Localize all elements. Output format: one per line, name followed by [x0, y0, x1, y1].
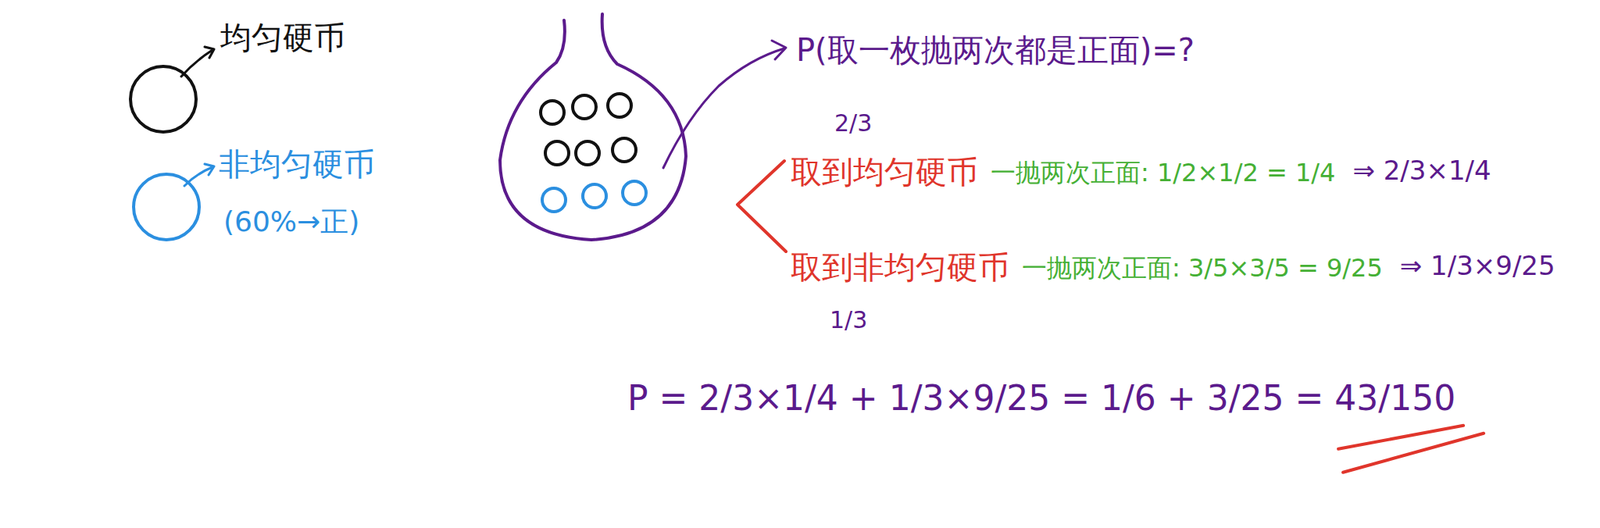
fair-coins — [540, 93, 636, 165]
note-text: 取到非均匀硬币 — [790, 248, 1010, 286]
leader-arrow — [181, 46, 215, 77]
legend-label: 非均匀硬币 — [218, 145, 375, 183]
note-text: 一抛两次正面: 3/5×3/5 = 9/25 — [1021, 253, 1383, 283]
biased-coin-sample — [133, 174, 200, 240]
note-text: 2/3 — [834, 109, 872, 138]
biased-coins — [542, 181, 647, 212]
legend-label: 均匀硬币 — [220, 18, 346, 57]
note-text: 取到均匀硬币 — [790, 153, 979, 191]
leader-arrow — [663, 48, 785, 168]
note-text: ⇒ 2/3×1/4 — [1352, 154, 1491, 187]
note-text: ⇒ 1/3×9/25 — [1400, 250, 1556, 283]
branch-bracket — [737, 160, 786, 252]
fair-coin-sample — [130, 66, 197, 133]
leader-arrow — [184, 164, 215, 186]
note-text: 1/3 — [829, 306, 868, 335]
arrow-head — [771, 40, 786, 60]
bag — [500, 14, 686, 240]
note-text: P(取一枚抛两次都是正面)=? — [796, 31, 1195, 69]
underline — [1342, 433, 1484, 473]
note-text: P = 2/3×1/4 + 1/3×9/25 = 1/6 + 3/25 = 43… — [627, 378, 1456, 420]
note-text: 一抛两次正面: 1/2×1/2 = 1/4 — [990, 157, 1336, 188]
note-text: (60%→正) — [223, 204, 360, 239]
